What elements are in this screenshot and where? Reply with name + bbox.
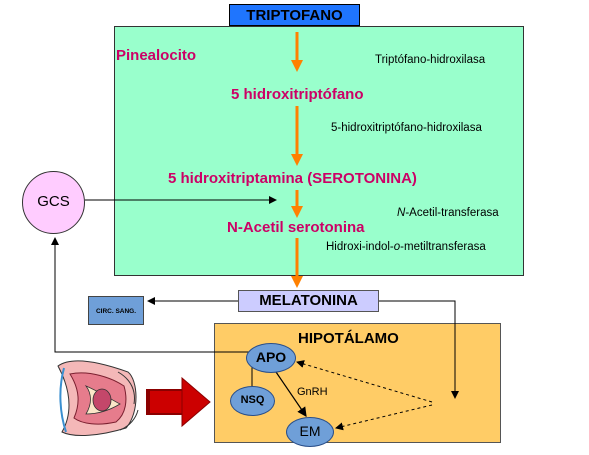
enzyme-n-acetyl-transferase-rest: -Acetil-transferasa (405, 207, 499, 219)
melatonin-box: MELATONINA (238, 290, 379, 312)
nsq-to-gcs-arrow (51, 237, 253, 386)
eye-illustration (57, 360, 139, 436)
dashed-to-em-arrow (335, 404, 433, 431)
pinealocyte-box (114, 26, 524, 276)
enzyme-n-acetyl-transferase: N-Acetil-transferasa (397, 207, 499, 219)
n-acetyl-serotonin-label: N-Acetil serotonina (227, 219, 365, 236)
hydroxytryptophan-label: 5 hidroxitriptófano (231, 86, 364, 103)
enzyme-hydroxytryptophan-hydroxylase: 5-hidroxitriptófano-hidroxilasa (331, 122, 482, 134)
nsq-node: NSQ (230, 386, 275, 416)
apo-to-em-arrow (275, 371, 307, 417)
pinealocyte-label: Pinealocito (116, 47, 197, 64)
em-node: EM (286, 417, 334, 447)
blood-circulation-box: CIRC. SANG. (88, 296, 144, 325)
gnrh-label: GnRH (297, 386, 328, 398)
enzyme-hydroxyindole-methyltransferase: Hidroxi-indol-o-metiltransferasa (326, 241, 486, 253)
gcs-node: GCS (22, 171, 85, 234)
apo-node: APO (246, 343, 296, 373)
hypothalamus-title: HIPOTÁLAMO (298, 330, 399, 347)
enzyme-tryptophan-hydroxylase: Triptófano-hidroxilasa (375, 54, 486, 66)
serotonin-label: 5 hidroxitriptamina (SEROTONINA) (168, 170, 417, 187)
melatonin-to-hypothalamus-arrow (379, 300, 459, 399)
tryptophan-box: TRIPTOFANO (229, 4, 360, 26)
light-input-arrow (146, 376, 211, 428)
